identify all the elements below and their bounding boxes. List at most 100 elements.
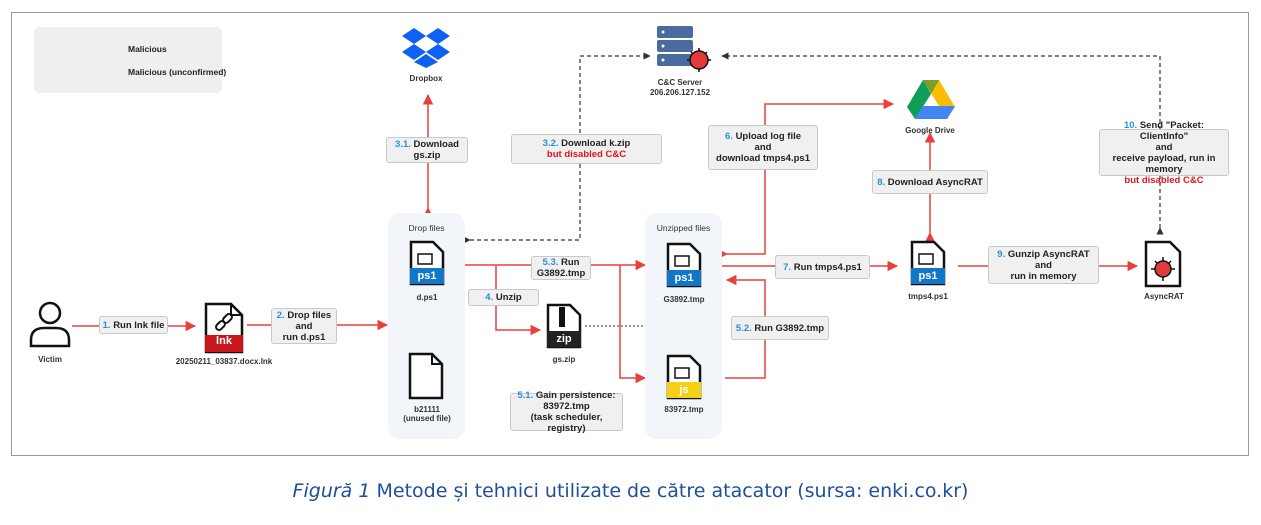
step-9-text1: Gunzip AsyncRAT xyxy=(1007,248,1090,260)
step-10-text1: Send "Packet: ClientInfo" xyxy=(1139,119,1205,142)
step-5-1-box: 5.1. Gain persistence: 83972.tmp (task s… xyxy=(510,390,623,434)
step-3-2-text1: Download k.zip xyxy=(561,138,631,149)
step-6-text3: download tmps4.ps1 xyxy=(716,153,810,164)
cnc-title: C&C Server xyxy=(657,78,703,87)
step-7-box: 7. Run tmps4.ps1 xyxy=(775,255,870,279)
step-10-text3: receive payload, run in memory xyxy=(1112,152,1216,175)
zip-badge: zip xyxy=(556,333,572,345)
ps1-file-icon xyxy=(409,240,445,286)
asyncrat-label: AsyncRAT xyxy=(1144,292,1184,301)
js-file-icon xyxy=(666,354,702,400)
unzipped-files-title: Unzipped files xyxy=(656,223,711,233)
step-3-2-red: but disabled C&C xyxy=(546,149,627,160)
d-ps1-label: d.ps1 xyxy=(416,293,438,302)
edge-download-kzip xyxy=(463,52,651,244)
step-7-text: Run tmps4.ps1 xyxy=(793,261,862,273)
step-3-1-box: 3.1. Download gs.zip xyxy=(386,137,468,163)
f83972-label: 83972.tmp xyxy=(664,405,704,414)
step-4-num: 4. xyxy=(485,292,494,303)
cnc-ip: 206.206.127.152 xyxy=(649,88,711,97)
step-6-box: 6. Upload log file and download tmps4.ps… xyxy=(708,125,818,170)
step-5-2-num: 5.2. xyxy=(735,322,752,334)
step-8-box: 8. Download AsyncRAT xyxy=(872,170,988,194)
g3892-label: G3892.tmp xyxy=(663,295,705,304)
step-2-text1: Drop files xyxy=(287,309,332,321)
figure-caption: Figură 1 Metode și tehnici utilizate de … xyxy=(0,480,1261,502)
g3892-badge: ps1 xyxy=(674,272,694,284)
lnk-file-icon xyxy=(204,302,244,354)
figure-caption-text: Metode și tehnici utilizate de către ata… xyxy=(370,480,969,502)
b21111-label: b21111 xyxy=(414,405,440,414)
js-badge: js xyxy=(679,384,689,396)
tmps4-badge: ps1 xyxy=(918,270,938,282)
step-1-text: Run lnk file xyxy=(113,319,165,331)
b21111-note: (unused file) xyxy=(403,414,451,423)
step-9-num: 9. xyxy=(997,248,1006,260)
edge-upload-log xyxy=(717,98,895,260)
lnk-file-label: 20250211_03837.docx.lnk xyxy=(175,357,273,366)
step-5-2-box: 5.2. Run G3892.tmp xyxy=(731,316,829,340)
step-4-text: Unzip xyxy=(495,292,522,303)
step-2-text3: run d.ps1 xyxy=(282,331,326,343)
g3892-file-icon xyxy=(666,242,702,288)
google-drive-icon xyxy=(907,80,955,119)
step-5-2-text: Run G3892.tmp xyxy=(754,322,825,334)
legend xyxy=(34,27,222,93)
step-6-text2: and xyxy=(754,142,772,153)
step-2-text2: and xyxy=(295,320,313,332)
diagram-frame xyxy=(11,12,1249,456)
figure-number: Figură 1 xyxy=(292,480,371,502)
gszip-label: gs.zip xyxy=(552,355,576,364)
gdrive-label: Google Drive xyxy=(905,126,955,135)
step-9-text2: and xyxy=(1035,259,1052,271)
step-10-box: 10. Send "Packet: ClientInfo" and receiv… xyxy=(1099,120,1229,186)
step-5-1-text3: (task scheduler, registry) xyxy=(530,412,603,434)
step-5-3-box: 5.3. Run G3892.tmp xyxy=(531,256,591,280)
edge-unzip xyxy=(495,265,542,336)
dropbox-icon xyxy=(402,28,450,68)
file-icon xyxy=(408,352,444,400)
zip-file-icon xyxy=(546,303,582,349)
step-5-1-text1: Gain persistence: xyxy=(535,390,616,401)
step-1-num: 1. xyxy=(102,319,111,331)
step-3-1-text2: gs.zip xyxy=(413,150,441,161)
step-1-box: 1. Run lnk file xyxy=(99,316,168,334)
tmps4-label: tmps4.ps1 xyxy=(908,292,948,301)
virus-icon xyxy=(687,48,711,72)
step-10-text2: and xyxy=(1155,141,1173,153)
asyncrat-file-icon xyxy=(1144,240,1182,288)
drop-files-title: Drop files xyxy=(408,223,445,233)
step-2-box: 2. Drop files and run d.ps1 xyxy=(271,308,337,344)
step-5-1-num: 5.1. xyxy=(517,390,534,401)
legend-unconfirmed-label: Malicious (unconfirmed) xyxy=(128,67,227,77)
legend-malicious-label: Malicious xyxy=(128,44,167,54)
edge-persistence xyxy=(619,265,647,384)
step-9-text3: run in memory xyxy=(1010,270,1077,282)
step-9-box: 9. Gunzip AsyncRAT and run in memory xyxy=(988,246,1099,284)
step-5-3-text1: Run xyxy=(561,257,580,268)
step-6-text1: Upload log file xyxy=(735,131,802,142)
victim-label: Victim xyxy=(38,355,62,364)
virus-icon xyxy=(1151,257,1175,281)
step-5-3-num: 5.3. xyxy=(542,257,559,268)
server-icon xyxy=(657,26,711,72)
lnk-badge: lnk xyxy=(216,335,232,347)
step-8-text: Download AsyncRAT xyxy=(887,176,983,188)
step-5-1-text2: 83972.tmp xyxy=(543,401,590,412)
step-3-1-text1: Download xyxy=(413,139,459,150)
step-4-box: 4. Unzip xyxy=(468,289,539,306)
step-3-2-box: 3.2. Download k.zip but disabled C&C xyxy=(511,134,662,164)
step-2-num: 2. xyxy=(276,309,285,321)
user-icon xyxy=(29,301,71,348)
step-3-2-num: 3.2. xyxy=(542,138,559,149)
step-10-red: but disabled C&C xyxy=(1124,174,1204,186)
step-6-num: 6. xyxy=(724,131,733,142)
dropbox-label: Dropbox xyxy=(409,74,443,83)
ps1-badge: ps1 xyxy=(417,270,437,282)
step-5-3-text2: G3892.tmp xyxy=(536,268,586,279)
step-8-num: 8. xyxy=(877,176,886,188)
tmps4-file-icon xyxy=(910,240,946,286)
step-7-num: 7. xyxy=(783,261,792,273)
step-10-num: 10. xyxy=(1123,119,1138,131)
step-3-1-num: 3.1. xyxy=(395,139,411,150)
